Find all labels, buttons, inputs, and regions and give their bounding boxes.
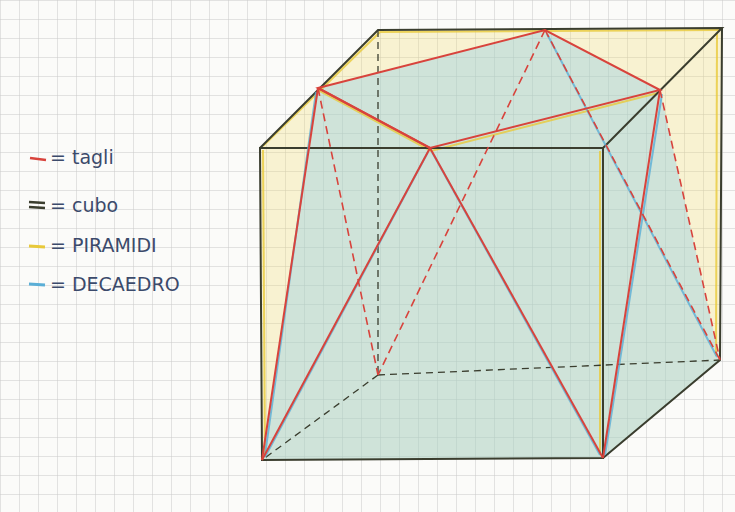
legend-sample-cube [29, 202, 45, 208]
legend-sample-cut [30, 158, 46, 160]
cut-lines [262, 30, 660, 460]
legend-label: = cubo [50, 196, 118, 215]
cut-hidden-lines [318, 30, 720, 375]
legend-sample-pyramid [29, 246, 45, 247]
decahedron-edges [265, 34, 717, 457]
legend-label: = tagli [50, 148, 114, 167]
decahedron-fill [262, 30, 720, 460]
pyramid-fill [260, 28, 722, 460]
cube-hidden-edges [262, 30, 720, 460]
legend-sample-decahedron [29, 284, 45, 285]
pyramid-edges [263, 30, 719, 456]
cube-edges [260, 28, 722, 460]
legend-label: = DECAEDRO [50, 275, 180, 294]
legend-label: = PIRAMIDI [50, 236, 157, 255]
